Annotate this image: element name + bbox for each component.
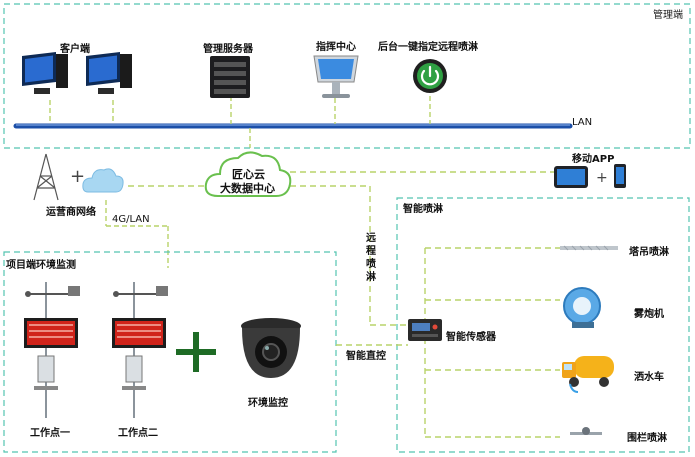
sprinkler-truck-icon bbox=[562, 356, 614, 393]
env-monitor-label: 环境监控 bbox=[248, 398, 288, 409]
plus-icon bbox=[176, 332, 216, 372]
fence-spray-label: 围栏喷淋 bbox=[627, 433, 667, 444]
sprinkler-truck-label: 洒水车 bbox=[634, 372, 664, 383]
smart-sensor-label: 智能传感器 bbox=[446, 332, 496, 343]
power-button-icon[interactable] bbox=[412, 58, 448, 94]
server-icon bbox=[210, 56, 250, 98]
workpoint-1-label: 工作点一 bbox=[30, 428, 70, 439]
tablet-phone-icon: + bbox=[554, 164, 626, 188]
command-center-label: 指挥中心 bbox=[316, 42, 356, 53]
cloud-line1: 匠心云 bbox=[232, 168, 265, 181]
remote-spray-vertical-label: 远程喷淋 bbox=[366, 233, 376, 283]
remote-spray-label: 后台一键指定远程喷淋 bbox=[378, 42, 478, 53]
management-section-label: 管理端 bbox=[653, 10, 683, 21]
mobile-app-label: 移动APP bbox=[572, 154, 615, 165]
fog-cannon-icon bbox=[563, 287, 601, 328]
fog-cannon-label: 雾炮机 bbox=[634, 309, 664, 320]
smart-control-label: 智能直控 bbox=[346, 351, 386, 362]
workpoint-2-label: 工作点二 bbox=[118, 428, 158, 439]
dome-camera-icon bbox=[241, 318, 301, 378]
4g-lan-label: 4G/LAN bbox=[112, 214, 150, 225]
crane-spray-icon bbox=[560, 245, 618, 251]
operator-network-label: 运营商网络 bbox=[46, 207, 96, 218]
project-env-section-label: 项目端环境监测 bbox=[6, 260, 76, 271]
monitor-station-2-icon bbox=[112, 282, 168, 418]
svg-text:+: + bbox=[596, 170, 608, 186]
sensor-icon bbox=[408, 319, 442, 341]
smart-spray-label: 智能喷淋 bbox=[403, 204, 443, 215]
client-label: 客户端 bbox=[60, 44, 90, 55]
client-monitor-icon bbox=[22, 52, 132, 94]
tower-crane-spray-label: 塔吊喷淋 bbox=[629, 247, 669, 258]
monitor-station-1-icon bbox=[24, 282, 80, 418]
lan-label: LAN bbox=[572, 117, 593, 128]
cloud-icon bbox=[204, 151, 292, 197]
cloud-line2: 大数据中心 bbox=[220, 182, 275, 195]
tower-cloud-icon: + bbox=[33, 153, 124, 201]
kiosk-icon bbox=[313, 55, 359, 98]
fence-spray-icon bbox=[570, 427, 602, 435]
svg-text:+: + bbox=[70, 166, 85, 187]
server-label: 管理服务器 bbox=[203, 44, 253, 55]
